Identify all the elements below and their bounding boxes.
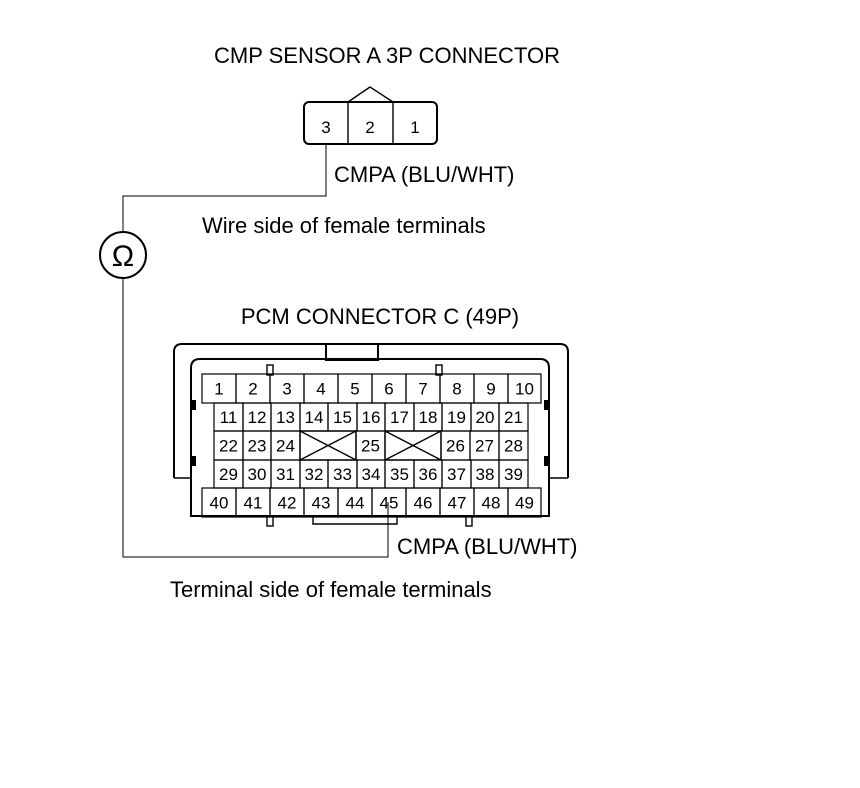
pcm-terminal-18: 18 <box>419 408 438 427</box>
pcm-terminal-5: 5 <box>350 380 359 399</box>
pcm-terminal-42: 42 <box>278 494 297 513</box>
pcm-terminal-19: 19 <box>447 408 466 427</box>
pcm-terminal-43: 43 <box>312 494 331 513</box>
pcm-terminal-29: 29 <box>219 465 238 484</box>
pcm-terminal-27: 27 <box>475 437 494 456</box>
pcm-terminal-26: 26 <box>446 437 465 456</box>
blank-cavity-right <box>384 430 442 461</box>
pcm-terminal-37: 37 <box>447 465 466 484</box>
ohmmeter-wiring <box>122 144 389 558</box>
cmp-view-note: Wire side of female terminals <box>202 213 486 238</box>
pcm-terminal-49: 49 <box>515 494 534 513</box>
pcm-terminal-15: 15 <box>333 408 352 427</box>
pcm-wire-label: CMPA (BLU/WHT) <box>397 534 577 559</box>
pcm-terminal-25: 25 <box>361 437 380 456</box>
pcm-terminal-1: 1 <box>214 380 223 399</box>
pcm-terminal-4: 4 <box>316 380 325 399</box>
pcm-terminal-33: 33 <box>333 465 352 484</box>
pcm-terminal-44: 44 <box>346 494 365 513</box>
pcm-terminal-34: 34 <box>362 465 381 484</box>
pcm-terminal-16: 16 <box>362 408 381 427</box>
pcm-terminal-41: 41 <box>244 494 263 513</box>
pcm-terminal-24: 24 <box>276 437 295 456</box>
cmp-terminal-3: 3 <box>321 118 330 137</box>
ohm-symbol: Ω <box>112 240 134 273</box>
pcm-terminal-cell <box>507 487 542 518</box>
pcm-terminal-6: 6 <box>384 380 393 399</box>
pcm-terminal-10: 10 <box>515 380 534 399</box>
pcm-terminal-48: 48 <box>482 494 501 513</box>
pcm-terminal-22: 22 <box>219 437 238 456</box>
pcm-terminal-9: 9 <box>486 380 495 399</box>
pcm-terminal-32: 32 <box>305 465 324 484</box>
pcm-terminal-28: 28 <box>504 437 523 456</box>
cmp-wire-label: CMPA (BLU/WHT) <box>334 162 514 187</box>
pcm-terminal-2: 2 <box>248 380 257 399</box>
cmp-3p-connector: 3 2 1 <box>303 86 438 145</box>
pcm-terminal-20: 20 <box>476 408 495 427</box>
pcm-terminal-8: 8 <box>452 380 461 399</box>
pcm-terminal-35: 35 <box>390 465 409 484</box>
pcm-terminal-21: 21 <box>504 408 523 427</box>
pcm-terminal-40: 40 <box>210 494 229 513</box>
cmp-terminal-2: 2 <box>365 118 374 137</box>
pcm-terminal-13: 13 <box>276 408 295 427</box>
pcm-terminal-36: 36 <box>419 465 438 484</box>
pcm-connector-title: PCM CONNECTOR C (49P) <box>241 304 519 329</box>
blank-cavity-left <box>299 430 357 461</box>
pcm-terminal-23: 23 <box>248 437 267 456</box>
pcm-terminal-46: 46 <box>414 494 433 513</box>
pcm-terminal-14: 14 <box>305 408 324 427</box>
pcm-terminal-38: 38 <box>476 465 495 484</box>
pcm-terminal-7: 7 <box>418 380 427 399</box>
ohmmeter: Ω <box>99 231 147 279</box>
pcm-terminal-17: 17 <box>390 408 409 427</box>
cmp-terminal-1: 1 <box>410 118 419 137</box>
pcm-terminal-39: 39 <box>504 465 523 484</box>
pcm-terminal-3: 3 <box>282 380 291 399</box>
pcm-terminal-30: 30 <box>248 465 267 484</box>
pcm-terminal-47: 47 <box>448 494 467 513</box>
pcm-terminal-31: 31 <box>276 465 295 484</box>
pcm-view-note: Terminal side of female terminals <box>170 577 492 602</box>
pcm-terminal-45: 45 <box>380 494 399 513</box>
cmp-connector-title: CMP SENSOR A 3P CONNECTOR <box>214 43 560 68</box>
pcm-terminal-12: 12 <box>248 408 267 427</box>
pcm-terminal-11: 11 <box>220 408 238 427</box>
